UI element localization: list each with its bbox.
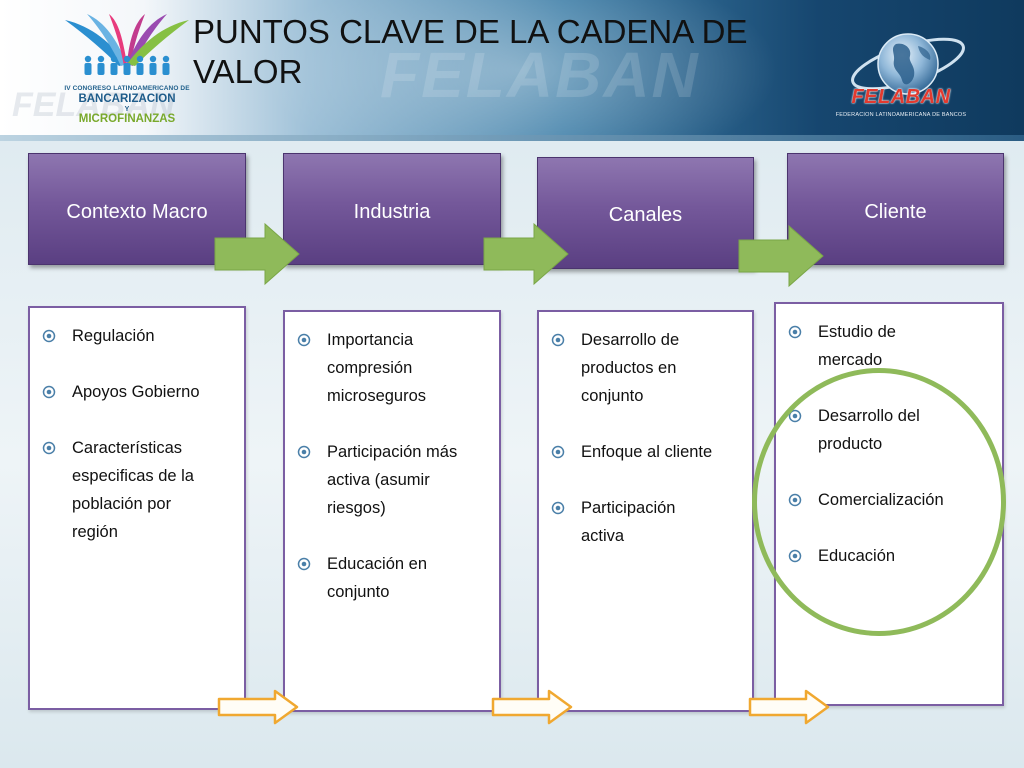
list-item: Participación activa — [549, 494, 699, 550]
highlight-circle — [752, 368, 1006, 636]
bullet-list: Importancia compresión microseguros Part… — [295, 326, 485, 634]
item-text: Desarrollo de productos en conjunto — [581, 331, 680, 405]
panel-canales: Desarrollo de productos en conjunto Enfo… — [537, 310, 754, 712]
felaban-logo: FELABAN FEDERACION LATINOAMERICANA DE BA… — [826, 30, 976, 122]
item-text: Educación en conjunto — [327, 555, 427, 601]
stage-contexto-macro: Contexto Macro — [28, 153, 246, 265]
target-bullet-icon — [551, 333, 565, 347]
green-arrow-icon — [214, 222, 300, 286]
item-text: Enfoque al cliente — [581, 443, 713, 461]
target-bullet-icon — [42, 329, 56, 343]
congress-line1: IV CONGRESO LATINOAMERICANO DE — [64, 85, 190, 92]
list-item: Enfoque al cliente — [549, 438, 744, 466]
item-text: Estudio de mercado — [818, 323, 896, 369]
target-bullet-icon — [42, 385, 56, 399]
list-item: Educación en conjunto — [295, 550, 465, 606]
header-glow — [260, 0, 780, 135]
congress-line3: Y — [124, 106, 130, 113]
congress-line2: BANCARIZACION — [78, 93, 176, 105]
list-item: Regulación — [40, 322, 200, 350]
stage-label: Industria — [353, 201, 431, 223]
congress-line4: MICROFINANZAS — [78, 113, 176, 125]
felaban-subtitle: FEDERACION LATINOAMERICANA DE BANCOS — [835, 112, 967, 118]
stage-label: Cliente — [864, 201, 927, 223]
globe-orbit-logo-icon — [851, 33, 965, 95]
item-text: Características especificas de la poblac… — [72, 439, 194, 541]
list-item: Importancia compresión microseguros — [295, 326, 485, 410]
orange-arrow-icon — [491, 689, 573, 725]
header-banner: FELABAN — [0, 0, 1024, 135]
target-bullet-icon — [551, 445, 565, 459]
orange-arrow-icon — [217, 689, 299, 725]
target-bullet-icon — [297, 445, 311, 459]
target-bullet-icon — [551, 501, 565, 515]
target-bullet-icon — [788, 325, 802, 339]
target-bullet-icon — [42, 441, 56, 455]
item-text: Importancia compresión microseguros — [327, 331, 427, 405]
panel-industria: Importancia compresión microseguros Part… — [283, 310, 501, 712]
stage-label: Canales — [608, 204, 683, 226]
item-text: Apoyos Gobierno — [72, 383, 200, 401]
list-item: Desarrollo de productos en conjunto — [549, 326, 719, 410]
item-text: Regulación — [72, 327, 155, 345]
congress-watermark: FELABAN — [12, 86, 175, 124]
bullet-list: Desarrollo de productos en conjunto Enfo… — [549, 326, 744, 578]
stage-industria: Industria — [283, 153, 501, 265]
people-row-icon — [84, 55, 170, 75]
panel-contexto-macro: Regulación Apoyos Gobierno Característic… — [28, 306, 246, 710]
list-item: Apoyos Gobierno — [40, 378, 200, 406]
green-arrow-icon — [483, 222, 569, 286]
bullet-list: Regulación Apoyos Gobierno Característic… — [40, 322, 200, 574]
header-divider — [0, 135, 1024, 141]
list-item: Estudio de mercado — [786, 318, 936, 374]
target-bullet-icon — [297, 557, 311, 571]
green-arrow-icon — [738, 224, 824, 288]
stage-label: Contexto Macro — [66, 201, 208, 223]
felaban-brand: FELABAN — [851, 86, 951, 108]
people-fan-logo-icon — [65, 14, 189, 66]
stage-canales: Canales — [537, 157, 754, 269]
orange-arrow-icon — [748, 689, 830, 725]
list-item: Características especificas de la poblac… — [40, 434, 200, 546]
list-item: Participación más activa (asumir riesgos… — [295, 438, 485, 522]
stage-cliente: Cliente — [787, 153, 1004, 265]
target-bullet-icon — [297, 333, 311, 347]
slide-title: PUNTOS CLAVE DE LA CADENA DE VALOR — [193, 13, 748, 90]
congress-logo: IV CONGRESO LATINOAMERICANO DE BANCARIZA… — [52, 14, 202, 125]
item-text: Participación activa — [581, 499, 676, 545]
item-text: Participación más activa (asumir riesgos… — [327, 443, 458, 517]
header-watermark: FELABAN — [380, 39, 700, 111]
